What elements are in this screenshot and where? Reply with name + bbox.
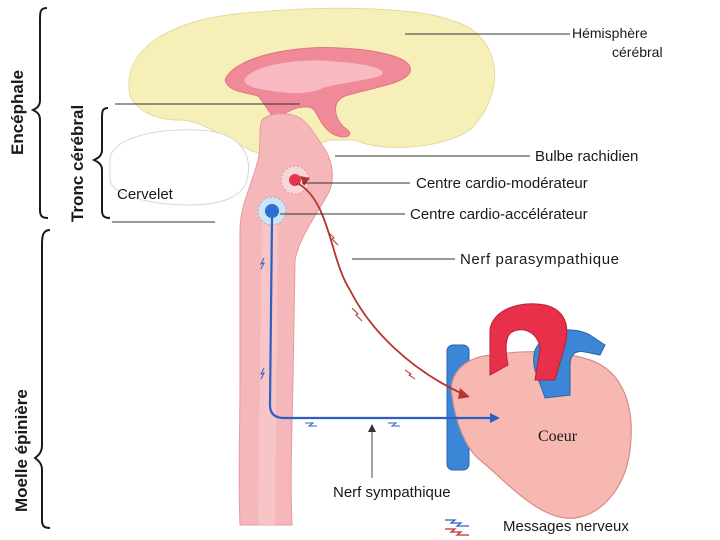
legend-nerve-messages-icon (445, 519, 469, 536)
spinal-cord-core (258, 200, 278, 525)
bracket-moelle (33, 229, 51, 529)
sympathetic-nerve (268, 217, 490, 420)
sym-leader-arrowhead (368, 424, 376, 432)
label-coeur: Coeur (538, 428, 578, 445)
parasympathetic-nerve-arrowhead (458, 388, 470, 399)
sympathetic-nerve-arrowhead (490, 413, 500, 423)
label-centre-moderateur: Centre cardio-modérateur (416, 175, 588, 192)
brain-inner-light (244, 60, 383, 94)
bracket-tronc (91, 107, 111, 219)
nerve-message-squiggles (260, 231, 416, 427)
label-centre-accelerateur: Centre cardio-accélérateur (410, 206, 588, 223)
label-tronc-cerebral: Tronc cérébral (68, 105, 87, 222)
leader-lines (112, 33, 570, 478)
bracket-encephale (30, 7, 49, 219)
label-encephale: Encéphale (8, 70, 27, 155)
label-nerf-parasympathique: Nerf parasympathique (460, 251, 620, 268)
label-hemisphere-line1: Hémisphère (572, 25, 648, 41)
label-moelle-epiniere: Moelle épinière (12, 389, 31, 512)
label-bulbe-rachidien: Bulbe rachidien (535, 148, 638, 165)
moderateur-arrowhead (300, 176, 310, 186)
parasympathetic-nerve (296, 182, 466, 396)
aorta (489, 303, 568, 381)
label-cervelet: Cervelet (117, 186, 174, 203)
cerebellum (109, 129, 250, 206)
centre-accelerateur (265, 204, 279, 218)
label-nerf-sympathique: Nerf sympathique (333, 484, 451, 501)
label-hemisphere-line2: cérébral (612, 44, 663, 60)
legend-label-messages-nerveux: Messages nerveux (503, 518, 629, 535)
